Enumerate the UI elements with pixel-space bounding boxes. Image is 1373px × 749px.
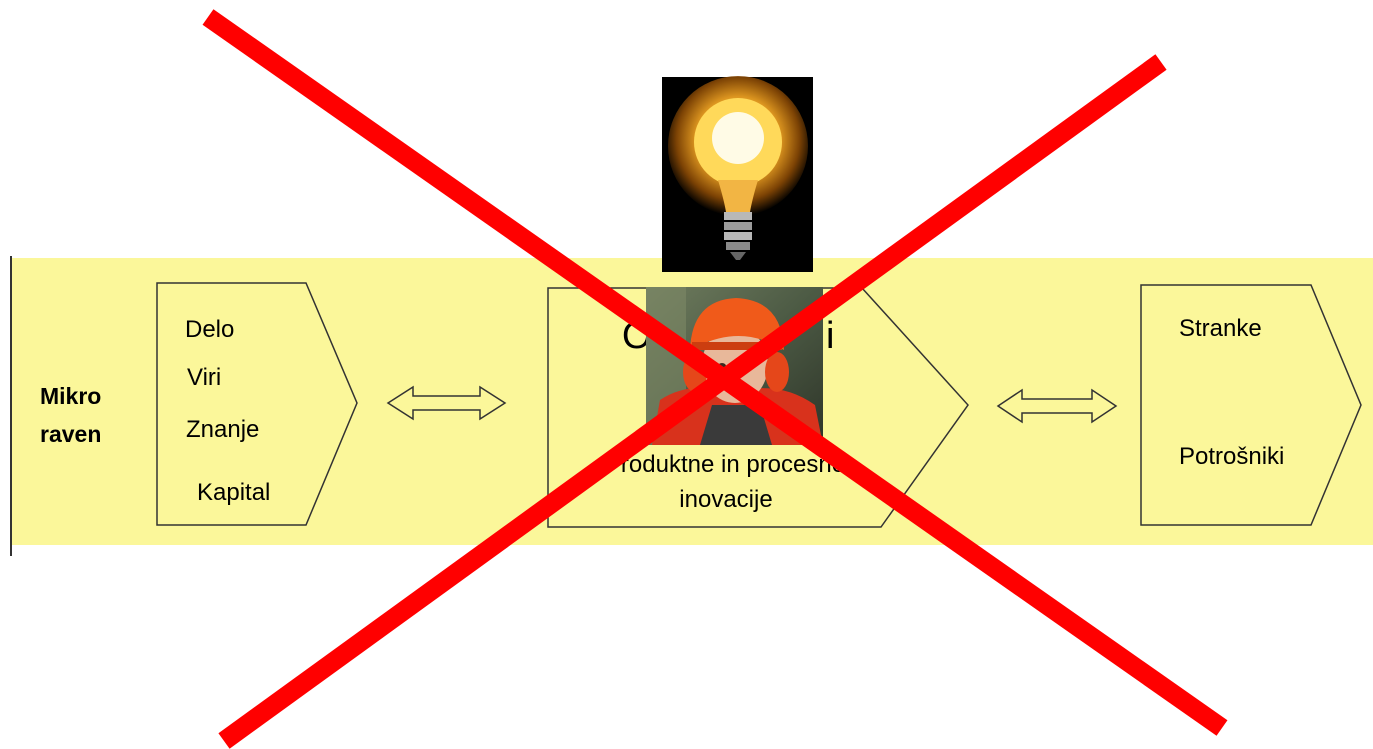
input-item-kapital: Kapital bbox=[197, 479, 270, 506]
input-item-delo: Delo bbox=[185, 316, 234, 343]
double-arrow-right bbox=[996, 388, 1118, 424]
inputs-chevron bbox=[156, 282, 358, 526]
input-item-znanje: Znanje bbox=[186, 416, 259, 443]
output-item-stranke: Stranke bbox=[1179, 315, 1262, 342]
outputs-chevron bbox=[1140, 284, 1362, 526]
double-arrow-left bbox=[386, 385, 507, 421]
output-item-potrosniki: Potrošniki bbox=[1179, 443, 1284, 470]
center-caption-line1: Produktne in procesne bbox=[605, 451, 845, 478]
lightbulb-image bbox=[662, 76, 813, 272]
row-label-line1: Mikro bbox=[40, 383, 101, 409]
row-label-line2: raven bbox=[40, 421, 101, 447]
center-title-right: i bbox=[826, 315, 834, 357]
input-item-viri: Viri bbox=[187, 364, 221, 391]
red-cross-overlay bbox=[202, 9, 1228, 749]
center-caption-line2: inovacije bbox=[679, 486, 772, 513]
